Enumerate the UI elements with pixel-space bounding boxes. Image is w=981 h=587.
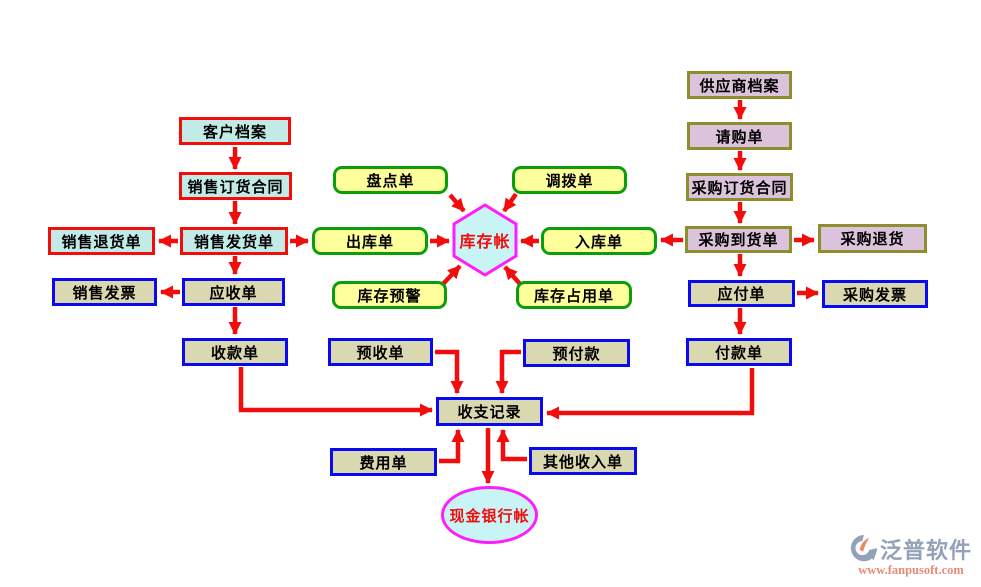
edge-advancepayment-to-incomeexpense	[495, 349, 521, 394]
node-stocktaking: 盘点单	[333, 166, 448, 194]
watermark: 泛普软件 www.fanpusoft.com	[842, 533, 980, 578]
node-payable: 应付单	[688, 280, 795, 307]
node-sales-delivery: 销售发货单	[180, 227, 288, 255]
node-purchase-request: 请购单	[687, 122, 792, 150]
edge-transfer-to-inventory	[502, 192, 518, 213]
node-customer-archive: 客户档案	[179, 117, 291, 145]
node-income-expense-record: 收支记录	[436, 397, 543, 426]
watermark-url: www.fanpusoft.com	[858, 563, 964, 577]
edge-expense-to-incomeexpense	[439, 429, 465, 464]
node-sales-invoice: 销售发票	[52, 278, 157, 306]
node-inbound: 入库单	[541, 227, 657, 255]
node-purchase-invoice: 采购发票	[822, 280, 928, 308]
edge-payment-to-incomeexpense	[546, 368, 755, 420]
node-cash-bank: 现金银行帐	[441, 486, 538, 544]
node-inventory-occupy: 库存占用单	[516, 281, 632, 309]
edge-occupy-to-inventory	[503, 265, 522, 286]
node-supplier-archive: 供应商档案	[687, 71, 792, 99]
node-payment: 付款单	[686, 338, 792, 366]
node-receipt: 收款单	[182, 338, 288, 366]
node-outbound: 出库单	[312, 227, 428, 255]
edge-stocktaking-to-inventory	[448, 193, 466, 213]
node-purchase-order-contract: 采购订货合同	[686, 173, 793, 201]
node-purchase-return: 采购退货	[818, 224, 927, 253]
node-transfer: 调拨单	[512, 166, 627, 194]
edge-advancereceipt-to-incomeexpense	[435, 349, 464, 394]
hexagon-shape	[452, 203, 518, 277]
node-inventory-alert: 库存预警	[332, 281, 447, 309]
node-inventory-account: 库存帐	[450, 202, 520, 278]
node-sales-return: 销售退货单	[48, 227, 155, 255]
edge-alert-to-inventory	[441, 264, 462, 286]
node-purchase-arrival: 采购到货单	[685, 226, 792, 253]
node-sales-order-contract: 销售订货合同	[179, 172, 292, 200]
node-advance-receipt: 预收单	[328, 338, 433, 366]
edge-otherincome-to-incomeexpense	[496, 429, 527, 462]
node-receivable: 应收单	[182, 278, 285, 306]
node-other-income: 其他收入单	[529, 447, 637, 475]
watermark-brand: 泛普软件	[879, 538, 972, 563]
node-expense: 费用单	[330, 448, 437, 476]
node-label: 库存帐	[459, 234, 511, 251]
edge-receipt-to-incomeexpense	[238, 367, 433, 417]
node-advance-payment: 预付款	[523, 339, 630, 367]
fanpu-logo-icon	[850, 535, 878, 562]
